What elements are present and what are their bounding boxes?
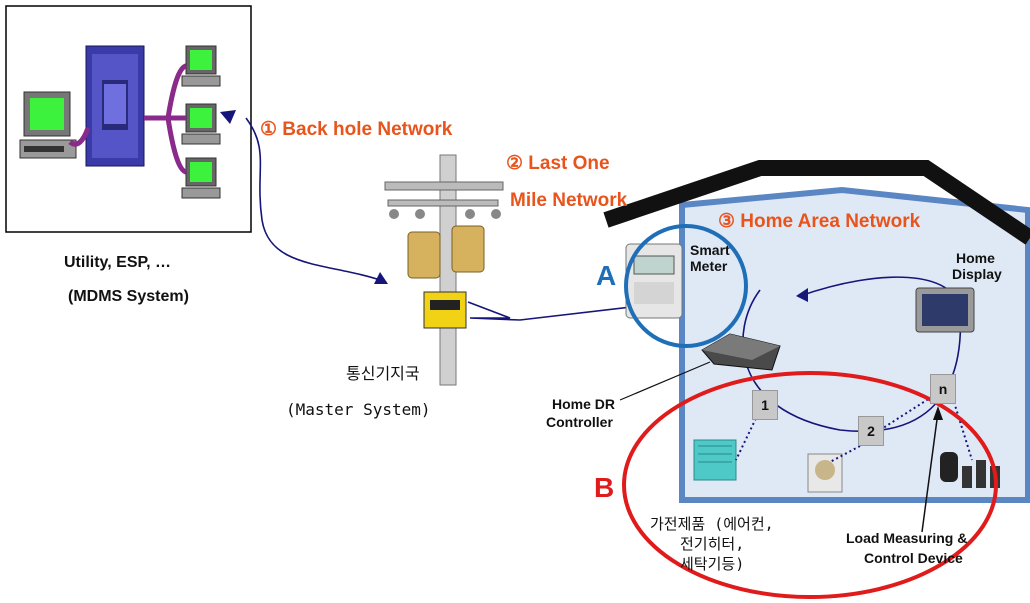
appliances-label-line2: 전기히터,	[680, 535, 745, 553]
utility-pole-icon	[384, 154, 504, 386]
highlight-ellipse-b	[622, 371, 998, 599]
arrow-head	[374, 272, 388, 284]
node-n: n	[930, 374, 956, 404]
home-dr-label-line2: Controller	[546, 414, 613, 430]
home-display-icon	[915, 287, 975, 333]
lan-links	[68, 63, 188, 175]
base-station-label: 통신기지국	[346, 364, 420, 383]
server-icon	[85, 45, 145, 167]
utility-label-line1: Utility, ESP, …	[64, 254, 171, 271]
appliances-label-line3: 세탁기등)	[680, 555, 745, 573]
pointer-line	[619, 361, 711, 401]
marker-a: A	[596, 260, 617, 291]
utility-label-line2: (MDMS System)	[68, 288, 189, 305]
house-body	[679, 186, 1030, 503]
home-dr-label-line1: Home DR	[552, 396, 616, 412]
arrow-head	[933, 406, 943, 420]
home-dr-controller-icon	[701, 333, 781, 371]
marker-b: B	[594, 472, 615, 503]
master-system-label: (Master System)	[286, 400, 431, 419]
workstation-right-icons	[181, 45, 221, 199]
house-roof	[603, 160, 1030, 245]
backhaul-network-label: ① Back hole Network	[260, 119, 453, 140]
smart-meter-label-line2: Meter	[690, 258, 728, 274]
last-mile-label-line1: ② Last One	[506, 153, 610, 174]
backhaul-link	[245, 117, 387, 283]
arrow-head	[220, 110, 236, 124]
air-conditioner-icon	[693, 439, 737, 481]
highlight-circle-a	[624, 224, 748, 348]
pointer-line	[921, 411, 939, 533]
device-links	[735, 397, 973, 463]
node-2: 2	[858, 416, 884, 446]
arrow-head	[796, 288, 808, 302]
node-1: 1	[752, 390, 778, 420]
load-device-label-line1: Load Measuring &	[846, 530, 968, 546]
last-mile-link	[467, 301, 641, 321]
home-area-network-label: ③ Home Area Network	[718, 211, 921, 232]
heater-icon	[807, 453, 843, 493]
workstation-left-icon	[19, 91, 77, 159]
smart-meter-icon	[625, 243, 683, 319]
home-display-label-line1: Home	[956, 250, 995, 266]
appliances-label-line1: 가전제품 (에어컨,	[650, 515, 774, 533]
smart-meter-label-line1: Smart	[690, 242, 730, 258]
home-display-label-line2: Display	[952, 266, 1002, 282]
load-device-label-line2: Control Device	[864, 550, 963, 566]
last-mile-label-line2: Mile Network	[510, 190, 628, 211]
